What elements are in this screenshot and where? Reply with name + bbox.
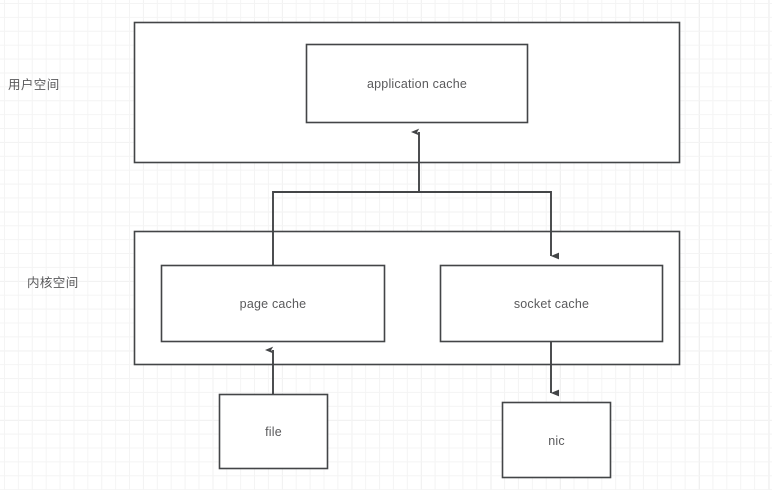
region-label-user-space: 用户空间: [8, 78, 60, 92]
node-label-file: file: [265, 425, 282, 439]
node-label-nic: nic: [548, 434, 565, 448]
node-nic[interactable]: [501, 401, 612, 479]
node-label-page-cache: page cache: [239, 297, 307, 311]
node-application-cache[interactable]: [305, 43, 529, 124]
edge-page-cache-to-socket-cache: [418, 191, 559, 260]
node-label-socket-cache: socket cache: [513, 297, 590, 311]
node-label-application-cache: application cache: [367, 77, 467, 91]
edge-page-cache-to-application-cache: [272, 128, 420, 266]
node-page-cache[interactable]: [160, 264, 386, 343]
node-file[interactable]: [218, 393, 329, 470]
node-socket-cache[interactable]: [439, 264, 664, 343]
region-label-kernel-space: 内核空间: [27, 276, 79, 290]
